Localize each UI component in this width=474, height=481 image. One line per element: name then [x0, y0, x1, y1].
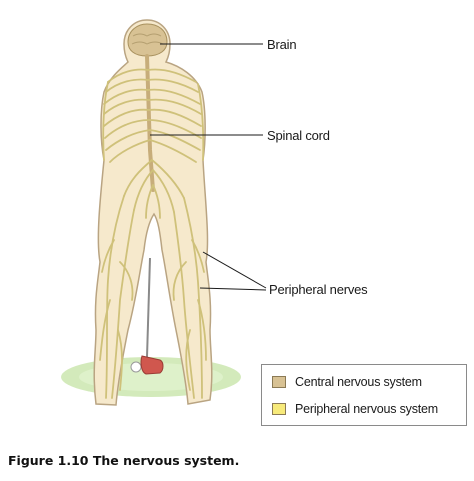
pns-swatch	[272, 403, 286, 415]
body-silhouette	[93, 19, 213, 406]
cns-swatch	[272, 376, 286, 388]
peripheral-nerves	[99, 68, 207, 399]
golf-club-shaft	[146, 257, 151, 358]
figure-caption: Figure 1.10 The nervous system.	[8, 453, 240, 468]
legend: Central nervous system Peripheral nervou…	[261, 364, 467, 426]
spinal-cord	[145, 54, 155, 192]
golf-club-head	[140, 355, 164, 375]
golf-ball	[130, 361, 142, 373]
legend-label-cns: Central nervous system	[295, 375, 422, 389]
legend-item-pns: Peripheral nervous system	[272, 400, 438, 418]
peripheral-nerves-label: Peripheral nerves	[269, 282, 368, 297]
peripheral-leader-line-upper	[202, 251, 267, 289]
legend-item-cns: Central nervous system	[272, 373, 422, 391]
legend-label-pns: Peripheral nervous system	[295, 402, 438, 416]
spinal-cord-label: Spinal cord	[267, 128, 330, 143]
brain-label: Brain	[267, 37, 297, 52]
brain	[127, 23, 168, 57]
peripheral-leader-line-lower	[199, 287, 267, 291]
